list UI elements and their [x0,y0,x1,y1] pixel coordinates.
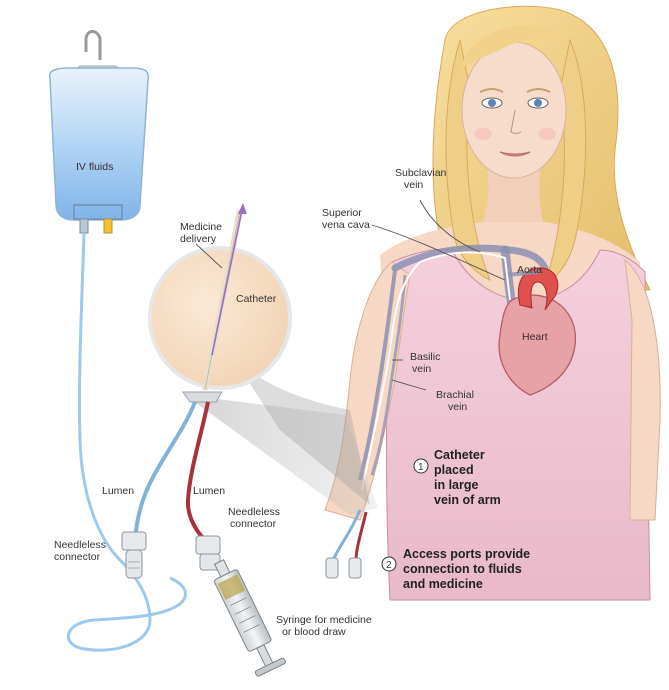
label-iv-fluids: IV fluids [76,161,113,173]
step-2-number: 2 [386,560,392,571]
label-catheter: Catheter [236,293,277,305]
iv-bag [50,31,149,233]
label-lumen-right: Lumen [193,485,225,497]
label-medicine-delivery: Medicine delivery [180,221,225,245]
label-syringe: Syringe for medicine or blood draw [276,614,375,638]
step-1-number: 1 [418,462,424,473]
iv-bag-body [50,68,149,220]
label-needleless-connector-right: Needleless connector [228,506,283,530]
face [462,42,566,178]
label-lumen-left: Lumen [102,485,134,497]
label-superior-vena-cava: Superior vena cava [322,207,370,231]
neck [480,170,545,228]
magnifier-inset [150,203,378,515]
label-needleless-connector-left: Needleless connector [54,539,109,563]
needleless-connector-left [122,532,146,578]
red-lumen-tube [188,402,208,540]
catheter-hub [183,392,222,402]
label-aorta: Aorta [517,264,542,276]
patient-illustration [325,6,660,600]
blue-lumen-tube [136,402,195,545]
label-heart: Heart [522,331,548,343]
syringe [205,555,286,677]
